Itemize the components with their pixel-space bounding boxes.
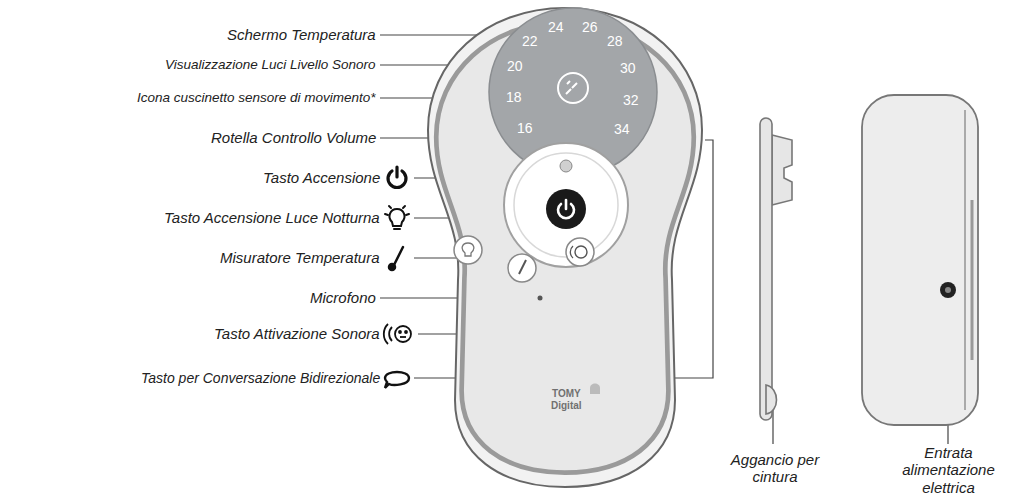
part-label: Schermo Temperatura (227, 26, 376, 43)
label-icons (384, 167, 411, 388)
monitor-body (428, 8, 702, 487)
scale-number: 26 (582, 19, 598, 35)
scale-number: 32 (623, 92, 639, 108)
part-label: Tasto Accensione (263, 169, 380, 186)
scale-number: 28 (607, 33, 623, 49)
part-label: Tasto Accensione Luce Notturna (164, 209, 380, 226)
side-view (862, 95, 978, 425)
scale-number: 24 (548, 19, 564, 35)
part-label: Tasto per Conversazione Bidirezionale (141, 370, 380, 386)
part-label: Rotella Controllo Volume (211, 129, 376, 146)
scale-number: 30 (620, 60, 636, 76)
scale-number: 22 (522, 33, 538, 49)
part-label: Aggancio per cintura (720, 451, 830, 486)
part-label: Visualizzazione Luci Livello Sonoro (165, 57, 376, 73)
brand-logo: TOMY (552, 388, 581, 400)
part-label: Entrata alimentazione elettrica (891, 444, 1006, 496)
belt-clip-side (760, 118, 792, 420)
scale-number: 20 (507, 58, 523, 74)
scale-number: 18 (506, 89, 522, 105)
part-label: Misuratore Temperatura (220, 249, 380, 266)
scale-number: 16 (517, 120, 533, 136)
scale-number: 34 (614, 121, 630, 137)
part-label: Tasto Attivazione Sonora (214, 325, 380, 342)
part-label: Icona cuscinetto sensore di movimento* (137, 90, 376, 106)
part-label: Microfono (310, 289, 376, 306)
brand-logo: Digital (551, 400, 582, 412)
